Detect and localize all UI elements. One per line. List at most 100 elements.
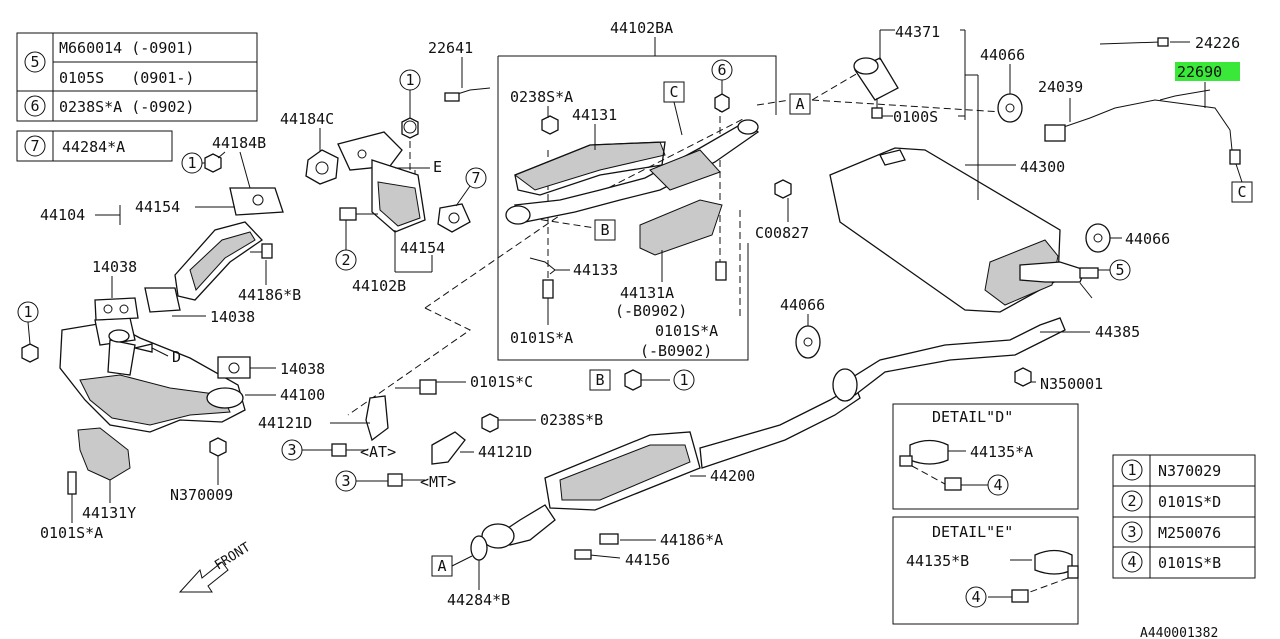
label-44131A: 44131A	[620, 284, 674, 302]
label-44133: 44133	[573, 261, 618, 279]
label-44066-top: 44066	[980, 46, 1025, 64]
detail-d-num-4: 4	[993, 476, 1002, 494]
label-44066-right: 44066	[1125, 230, 1170, 248]
label-0101SA-center: 0101S*A	[510, 329, 573, 347]
heat-shield-44131Y	[77, 427, 131, 481]
label-0101SA-center-2-sub: (-B0902)	[640, 342, 712, 360]
detail-d-label: 44135*A	[970, 443, 1033, 461]
callout-labels: 22641 44371 44066 24226 22690 24039 0238…	[40, 23, 1240, 639]
label-44154-left: 44154	[135, 198, 180, 216]
label-14038-top: 14038	[92, 258, 137, 276]
bracket-44133	[529, 257, 556, 275]
bolt-icons-center	[541, 93, 792, 299]
center-muffler-44200	[470, 384, 861, 561]
label-44102BA: 44102BA	[610, 19, 673, 37]
label-44104: 44104	[40, 206, 85, 224]
number-markers: 1 6 7 1 2 1 5 3 3	[17, 59, 1131, 492]
label-D: D	[172, 348, 181, 366]
label-N370009: N370009	[170, 486, 233, 504]
label-44184C: 44184C	[280, 110, 334, 128]
letter-markers: A C C B B 1 A	[431, 81, 1253, 577]
label-E: E	[433, 158, 442, 176]
marker-3-MT: 3	[341, 472, 350, 490]
legend-table-right: 1 2 3 4 N370029 0101S*D M250076 0101S*B	[1112, 454, 1256, 579]
label-44131Y: 44131Y	[82, 504, 136, 522]
front-pipe-44154	[144, 187, 284, 313]
center-pipe-converter	[505, 119, 760, 225]
label-0238SB: 0238S*B	[540, 411, 603, 429]
label-44186A: 44186*A	[660, 531, 723, 549]
front-arrow-icon: FRONT	[178, 540, 253, 593]
label-0238SA: 0238S*A	[510, 88, 573, 106]
label-44371: 44371	[895, 23, 940, 41]
marker-A-top: A	[795, 95, 804, 113]
label-22690: 22690	[1177, 63, 1222, 81]
label-44131: 44131	[572, 106, 617, 124]
label-0101SC: 0101S*C	[470, 373, 533, 391]
legend-row-7: 44284*A	[62, 138, 125, 156]
label-44131A-sub: (-B0902)	[615, 302, 687, 320]
label-44121D-AT: 44121D	[258, 414, 312, 432]
detail-e-label: 44135*B	[906, 552, 969, 570]
label-44284B: 44284*B	[447, 591, 510, 609]
heat-shield-44131A	[639, 199, 723, 256]
main-muffler-44300	[829, 147, 1086, 313]
front-label: FRONT	[212, 540, 253, 574]
label-MT: <MT>	[420, 473, 456, 491]
label-14038-bottom: 14038	[280, 360, 325, 378]
detail-e-box: DETAIL"E" 44135*B 4	[892, 516, 1079, 625]
detail-d-title: DETAIL"D"	[932, 408, 1013, 426]
highlight-22690	[1175, 62, 1240, 81]
label-0100S: 0100S	[893, 108, 938, 126]
legend-row-5a: M660014 (-0901)	[59, 39, 194, 57]
legend-num-6: 6	[30, 97, 39, 115]
legend-r-3: M250076	[1158, 524, 1221, 542]
label-44154-center: 44154	[400, 239, 445, 257]
detail-e-title: DETAIL"E"	[932, 523, 1013, 541]
catalyst-converter-44102B	[305, 120, 426, 233]
label-44186B: 44186*B	[238, 286, 301, 304]
exhaust-manifold	[59, 317, 246, 433]
legend-r-4: 0101S*B	[1158, 554, 1221, 572]
marker-5: 5	[1115, 261, 1124, 279]
marker-B-center: B	[600, 221, 609, 239]
sensor-harness-24039	[1044, 89, 1241, 165]
marker-1-left: 1	[187, 154, 196, 172]
gasket-14038-flanges	[217, 356, 251, 379]
bracket-44121D-AT	[331, 379, 437, 457]
label-24039: 24039	[1038, 78, 1083, 96]
label-22641: 22641	[428, 39, 473, 57]
tail-tip-44371	[853, 57, 899, 119]
label-AT: <AT>	[360, 443, 396, 461]
label-44156: 44156	[625, 551, 670, 569]
legend-row-6: 0238S*A (-0902)	[59, 98, 194, 116]
bracket-44121D-MT	[387, 413, 499, 487]
legend-table-top: 5 6 M660014 (-0901) 0105S (0901-) 0238S*…	[16, 32, 258, 162]
manifold-gasket	[94, 297, 139, 321]
marker-7: 7	[471, 169, 480, 187]
o2-sensor-22641	[444, 87, 491, 102]
label-C00827: C00827	[755, 224, 809, 242]
label-44385: 44385	[1095, 323, 1140, 341]
label-44300: 44300	[1020, 158, 1065, 176]
label-0101SA-center-2: 0101S*A	[655, 322, 718, 340]
label-44102B: 44102B	[352, 277, 406, 295]
label-0101SA-left: 0101S*A	[40, 524, 103, 542]
marker-C-center: C	[669, 83, 678, 101]
label-44200: 44200	[710, 467, 755, 485]
label-24226: 24226	[1195, 34, 1240, 52]
label-14038-mid: 14038	[210, 308, 255, 326]
rear-pipe	[832, 317, 1066, 402]
label-44121D-MT: 44121D	[478, 443, 532, 461]
legend-row-5b: 0105S (0901-)	[59, 69, 194, 87]
legend-r-2: 0101S*D	[1158, 493, 1221, 511]
legend-num-7: 7	[30, 137, 39, 155]
legend-r-num-3: 3	[1127, 523, 1136, 541]
flange-gasket-7	[437, 203, 471, 233]
marker-1-far-left: 1	[23, 303, 32, 321]
legend-r-num-1: 1	[1127, 461, 1136, 479]
label-N350001: N350001	[1040, 375, 1103, 393]
legend-r-num-4: 4	[1127, 553, 1136, 571]
marker-3-AT: 3	[287, 441, 296, 459]
marker-1-top: 1	[405, 71, 414, 89]
